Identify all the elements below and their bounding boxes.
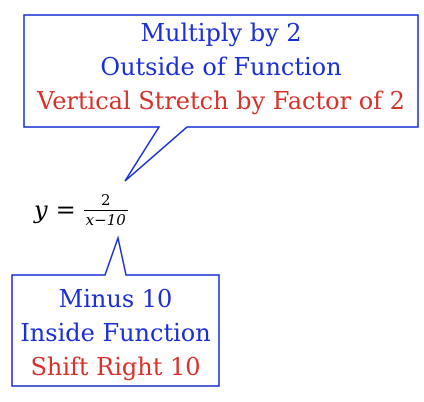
fraction-bar [83, 209, 128, 211]
top-callout-text: Multiply by 2 Outside of Function Vertic… [24, 16, 418, 118]
top-callout-line-1: Multiply by 2 [140, 19, 302, 47]
equation-equals: = [55, 196, 76, 224]
bottom-callout-text: Minus 10 Inside Function Shift Right 10 [12, 282, 219, 384]
fraction-denominator: x−10 [85, 210, 126, 229]
bottom-callout-line-1: Minus 10 [58, 285, 173, 313]
bottom-callout-box [11, 235, 220, 387]
top-callout-line-3: Vertical Stretch by Factor of 2 [37, 87, 405, 115]
equation-fraction: 2 x−10 [83, 190, 128, 229]
bottom-callout-line-2: Inside Function [20, 319, 211, 347]
fraction-numerator: 2 [100, 190, 111, 209]
equation: y = 2 x−10 [34, 190, 128, 230]
top-callout-line-2: Outside of Function [100, 53, 342, 81]
equation-lhs: y [34, 196, 48, 224]
bottom-callout-line-3: Shift Right 10 [30, 353, 201, 381]
top-callout-box [23, 14, 419, 182]
